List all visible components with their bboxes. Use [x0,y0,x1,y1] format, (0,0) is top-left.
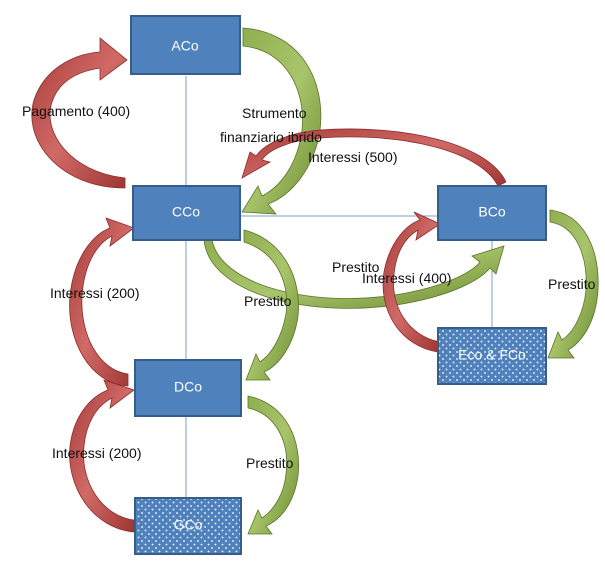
label-prestito-bco-eco: Prestito [548,276,596,292]
node-eco-fco: Eco & FCo [437,327,547,385]
node-cco: CCo [132,185,241,241]
label-interessi-500: Interessi (500) [308,149,397,165]
node-aco-label: ACo [171,38,198,54]
arrow-pagamento [31,37,128,189]
label-prestito-dco-gco: Prestito [246,455,294,471]
label-prestito-cco-bco: Prestito [332,259,380,275]
label-pagamento: Pagamento (400) [22,103,130,119]
node-gco-label: GCo [174,517,203,533]
arrow-prestito-bco-eco [547,209,599,359]
node-dco-label: DCo [174,379,202,395]
arrow-interessi-500 [241,128,507,187]
arrow-interessi-400 [382,211,441,353]
arrow-interessi-200-dco [69,379,135,533]
node-dco: DCo [134,359,242,417]
arrow-strumento [241,27,322,215]
node-eco-fco-label: Eco & FCo [458,347,526,363]
node-bco: BCo [437,185,547,241]
arrow-prestito-cco-dco [243,229,299,381]
label-strumento-line2: finanziario ibrido [220,129,322,145]
arrow-prestito-dco-gco [247,395,299,535]
node-aco: ACo [130,15,241,75]
node-gco: GCo [134,497,242,555]
label-prestito-cco-dco: Prestito [244,293,292,309]
label-interessi-400: Interessi (400) [362,270,451,286]
arrow-interessi-200-cco [69,217,135,387]
node-cco-label: CCo [172,204,200,220]
label-interessi-200-dco: Interessi (200) [52,445,141,461]
arrow-prestito-cco-bco [203,239,505,309]
label-strumento-line1: Strumento [242,105,307,121]
node-bco-label: BCo [478,204,505,220]
label-interessi-200-cco: Interessi (200) [50,285,139,301]
